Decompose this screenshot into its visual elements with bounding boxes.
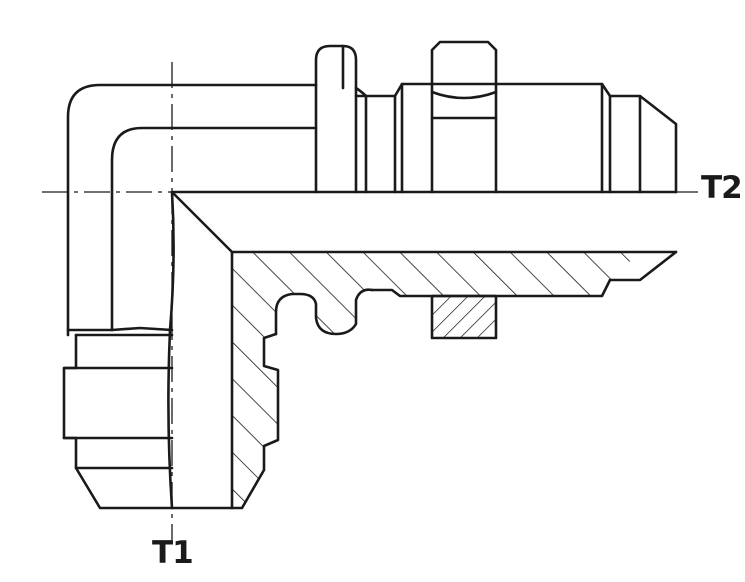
port-label-t1: T1 xyxy=(152,535,194,571)
port-label-t2: T2 xyxy=(701,170,743,206)
centerlines xyxy=(42,62,700,540)
horizontal-arm-exterior xyxy=(66,40,678,337)
nut-section-hatch xyxy=(432,296,496,338)
horizontal-arm-hatch xyxy=(232,252,640,334)
vertical-arm-hatch xyxy=(232,252,278,508)
